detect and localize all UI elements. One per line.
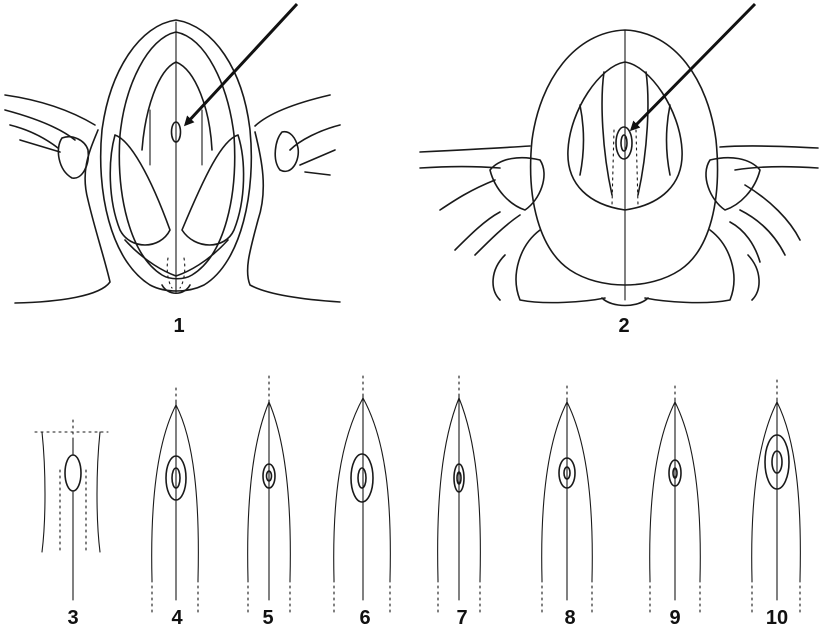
panel-label-10: 10 bbox=[766, 608, 788, 628]
panel-label-9: 9 bbox=[669, 608, 680, 628]
panel-label-7: 7 bbox=[456, 608, 467, 628]
panel-6-drawing bbox=[334, 376, 391, 612]
panel-5-drawing bbox=[248, 376, 291, 612]
panel-label-3: 3 bbox=[67, 608, 78, 628]
panel-7-drawing bbox=[438, 376, 481, 612]
panel-label-2: 2 bbox=[618, 316, 629, 336]
panel-label-5: 5 bbox=[262, 608, 273, 628]
panel-4-drawing bbox=[152, 388, 199, 612]
panel-10-drawing bbox=[752, 380, 801, 612]
panel-label-1: 1 bbox=[173, 316, 184, 336]
panel-9-drawing bbox=[650, 386, 701, 612]
panel-label-8: 8 bbox=[564, 608, 575, 628]
panel-2-drawing bbox=[420, 4, 818, 306]
panel-label-6: 6 bbox=[359, 608, 370, 628]
panel-1-drawing bbox=[5, 4, 340, 303]
panel-8-drawing bbox=[542, 386, 593, 612]
panel-3-drawing bbox=[35, 420, 108, 600]
panel-label-4: 4 bbox=[171, 608, 182, 628]
